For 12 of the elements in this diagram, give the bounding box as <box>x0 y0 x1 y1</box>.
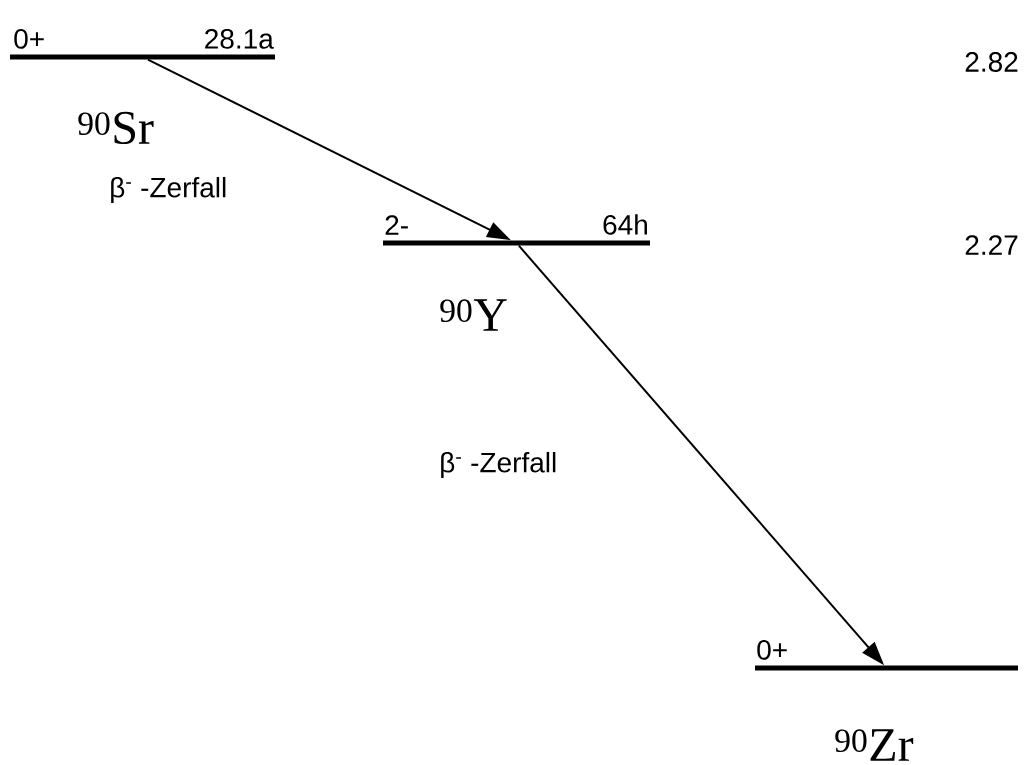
level-label: 28.1a <box>205 29 274 49</box>
energy-value: 2.82 <box>965 52 1018 72</box>
isotope-label: $^{90}$Zr <box>835 729 914 761</box>
edge-label: β$^{-}$ -Zerfall <box>441 451 556 479</box>
edge-label: β$^{-}$ -Zerfall <box>111 176 226 204</box>
isotope-label: $^{90}$Y <box>440 299 507 331</box>
level-label: 2- <box>385 215 408 235</box>
level-label: 0+ <box>14 29 44 49</box>
isotope-label: $^{90}$Sr <box>78 111 154 145</box>
energy-value: 2.27 <box>965 235 1018 255</box>
level-label: 64h <box>603 214 647 235</box>
level-label: 0+ <box>757 640 787 660</box>
